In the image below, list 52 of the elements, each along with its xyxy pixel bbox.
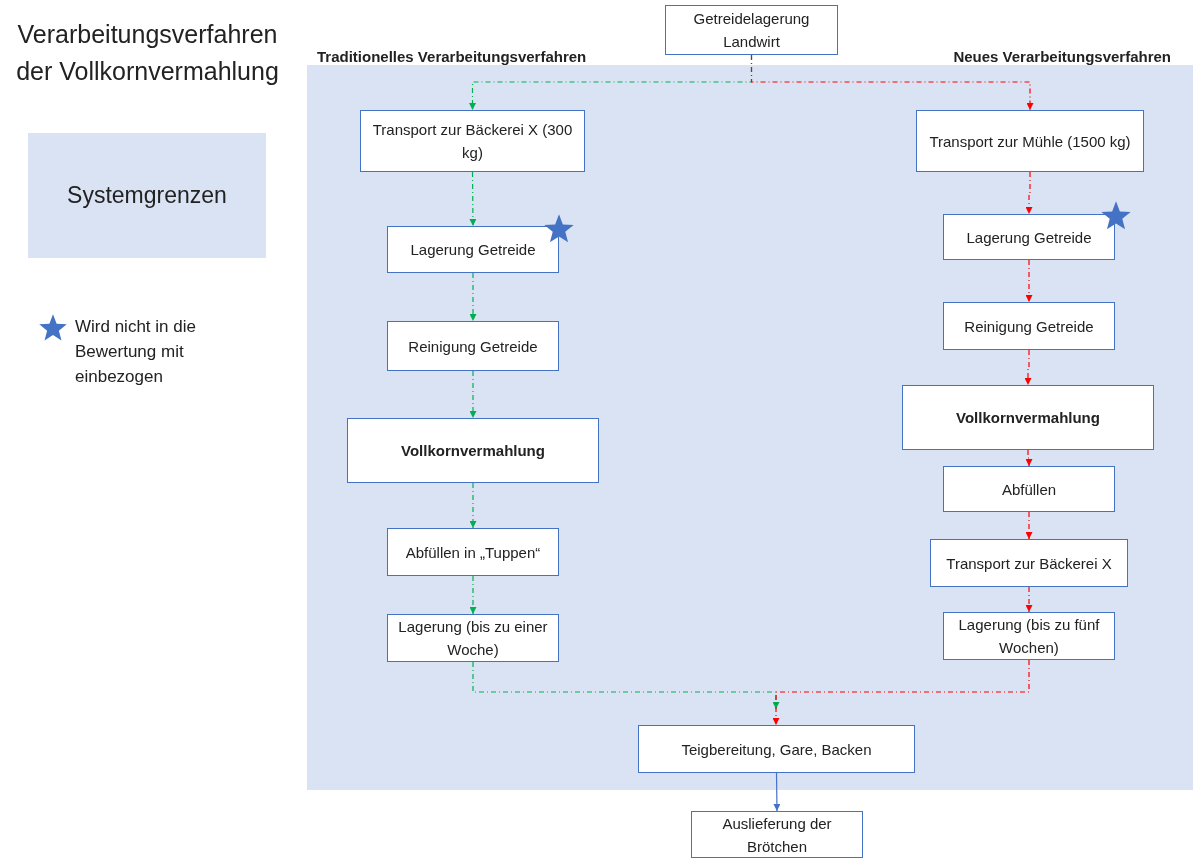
process-box: [347, 418, 599, 483]
box-label: Lagerung (bis zu fünf Wochen): [957, 615, 1101, 658]
box-label: Abfüllen: [1001, 479, 1057, 500]
box-label: Vollkornvermahlung: [401, 441, 545, 461]
box-label: Lagerung (bis zu einer Woche): [397, 617, 549, 660]
process-box: [387, 321, 559, 371]
section-heading: Traditionelles Verarbeitungsverfahren: [317, 47, 587, 67]
process-box: [930, 539, 1128, 587]
box-label: Vollkornvermahlung: [956, 408, 1100, 428]
arrow: [469, 171, 477, 227]
process-box: [387, 528, 559, 576]
box-label: Reinigung Getreide: [964, 316, 1094, 337]
box-label: Reinigung Getreide: [408, 336, 538, 357]
box-label: Transport zur Mühle (1500 kg): [929, 131, 1131, 152]
arrow: [1024, 349, 1032, 386]
process-box: [943, 214, 1115, 260]
arrow: [773, 772, 781, 812]
arrow: [472, 661, 780, 710]
box-label: Lagerung Getreide: [410, 240, 536, 260]
arrow: [469, 272, 477, 322]
box-label: Auslieferung der Brötchen: [721, 813, 833, 857]
arrow: [1025, 511, 1033, 540]
process-box: [943, 302, 1115, 350]
box-label: Transport zur Bäckerei X (300 kg): [371, 120, 574, 163]
arrow: [1025, 171, 1033, 215]
arrow: [750, 54, 1034, 111]
process-box: [691, 811, 863, 858]
arrow: [772, 659, 1030, 726]
box-label: Transport zur Bäckerei X: [946, 553, 1112, 574]
process-box: [638, 725, 915, 773]
process-box: [387, 614, 559, 662]
arrow: [1025, 586, 1033, 613]
box-label: Lagerung Getreide: [966, 227, 1092, 248]
diagram-title: Verarbeitungsverfahren der Vollkornvermahlung: [15, 19, 280, 87]
process-box: [387, 226, 559, 273]
process-box: [902, 385, 1154, 450]
process-box: [916, 110, 1144, 172]
box-label: Getreidelagerung Landwirt: [692, 9, 811, 52]
process-box: [943, 612, 1115, 660]
arrow: [1025, 449, 1033, 467]
process-box: [943, 466, 1115, 512]
box-label: Teigbereitung, Gare, Backen: [681, 739, 872, 760]
legend-label: Systemgrenzen: [67, 181, 227, 211]
arrow: [469, 575, 477, 615]
process-box: [665, 5, 838, 55]
section-heading: Neues Verarbeitungsverfahren: [953, 47, 1171, 67]
legend-label: Wird nicht in die Bewertung mit einbezogen: [75, 316, 197, 388]
arrow: [469, 370, 477, 419]
arrow: [469, 482, 477, 529]
arrow: [1025, 259, 1033, 303]
box-label: Abfüllen in „Tuppen“: [405, 542, 541, 563]
process-box: [360, 110, 585, 172]
